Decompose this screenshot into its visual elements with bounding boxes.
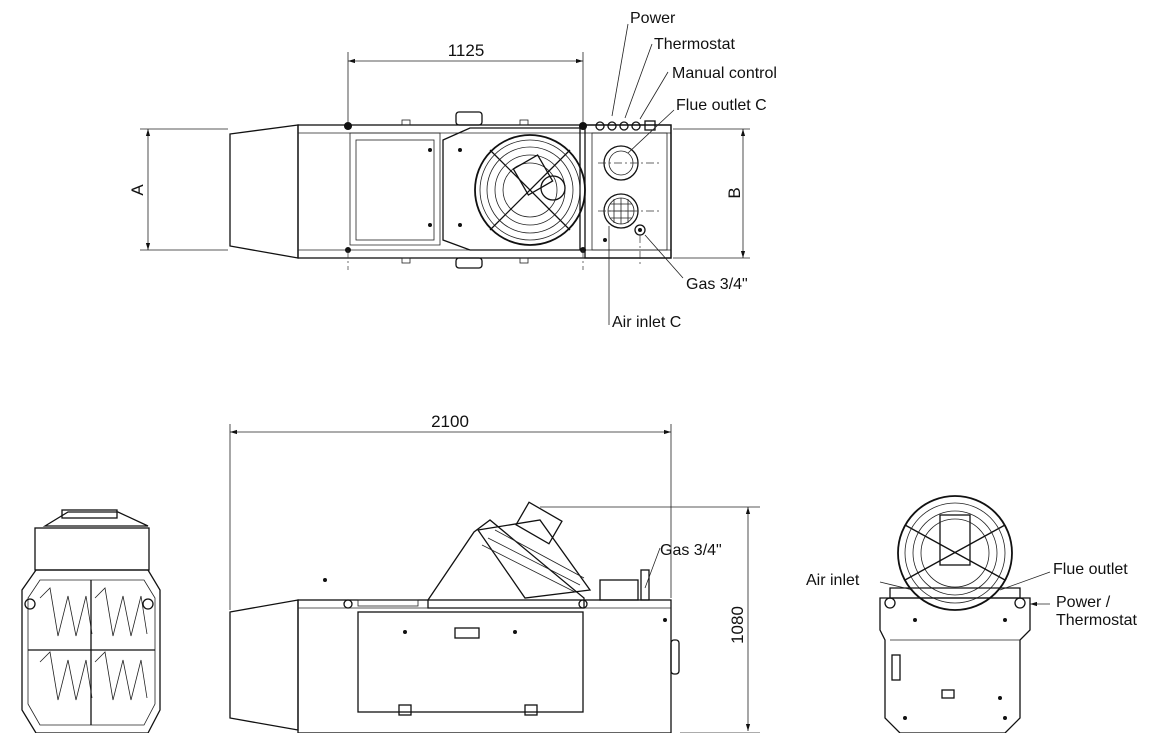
front-view	[21, 509, 161, 733]
label-air-inlet: Air inlet	[806, 572, 860, 589]
label-air-inlet-c: Air inlet C	[612, 314, 681, 331]
side-fan-incline	[427, 519, 585, 609]
top-body	[297, 124, 672, 259]
label-flue-outlet: Flue outlet	[1053, 561, 1128, 578]
dim-b: B	[725, 187, 744, 198]
label-power-thermostat-1: Power /	[1056, 594, 1111, 611]
side-view: 2100 1080 Gas 3/4"	[229, 412, 760, 733]
dim-1080: 1080	[728, 606, 747, 644]
label-thermostat: Thermostat	[654, 36, 735, 53]
side-body	[297, 599, 672, 733]
label-power: Power	[630, 10, 676, 27]
top-nozzle	[229, 124, 299, 259]
fan-hub	[540, 175, 566, 201]
front-body	[21, 569, 161, 733]
label-power-thermostat-2: Thermostat	[1056, 612, 1137, 629]
top-left-panel	[349, 132, 441, 246]
label-flue-outlet-c: Flue outlet C	[676, 97, 767, 114]
side-gas-box	[599, 579, 639, 601]
label-manual-control: Manual control	[672, 65, 777, 82]
dim-2100: 2100	[431, 412, 469, 431]
label-gas-side: Gas 3/4"	[660, 542, 722, 559]
front-top-box	[34, 527, 150, 571]
dim-a: A	[128, 184, 147, 196]
rear-body	[879, 597, 1031, 733]
label-gas-top: Gas 3/4"	[686, 276, 748, 293]
top-view-labels: Power Thermostat Manual control Flue out…	[612, 10, 777, 331]
rear-fan	[897, 495, 1013, 611]
side-panel	[357, 611, 584, 713]
rear-view: Air inlet Flue outlet Power / Thermostat	[806, 495, 1137, 733]
top-fan-housing	[442, 127, 581, 251]
side-nozzle	[229, 599, 299, 731]
top-right-section	[584, 124, 672, 259]
top-view: 1125 A B	[128, 23, 750, 325]
dim-1125: 1125	[448, 41, 485, 60]
